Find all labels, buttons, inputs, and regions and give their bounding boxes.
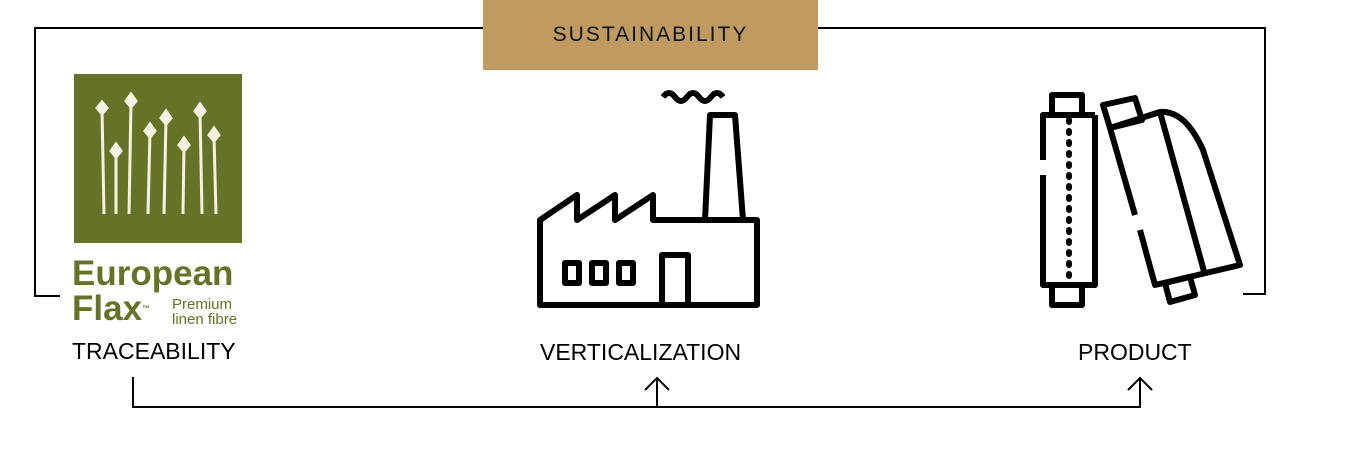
step-label-verticalization: VERTICALIZATION [540,339,742,365]
logo-text-european: European [72,254,234,293]
frame-right-line [818,27,1266,295]
logo-trademark: ™ [142,304,151,313]
logo-wordmark: European Flax™ [72,256,233,333]
logo-tagline-line1: Premium [172,296,233,313]
logo-tagline-line2: linen fibre [172,311,238,328]
logo-text-flax: Flax [72,289,143,328]
bottom-flow-line [132,377,1141,408]
step-label-traceability: TRACEABILITY [72,338,236,364]
arrow-head-verticalization [644,376,670,391]
sustainability-badge: SUSTAINABILITY [483,0,818,70]
fabric-rolls-icon [1040,92,1243,308]
logo-tagline: Premium linen fibre [172,297,237,327]
european-flax-logo [74,74,242,243]
step-label-product: PRODUCT [1078,339,1192,365]
factory-icon [537,90,760,308]
arrow-head-product [1127,376,1153,391]
frame-left-line [34,27,483,297]
